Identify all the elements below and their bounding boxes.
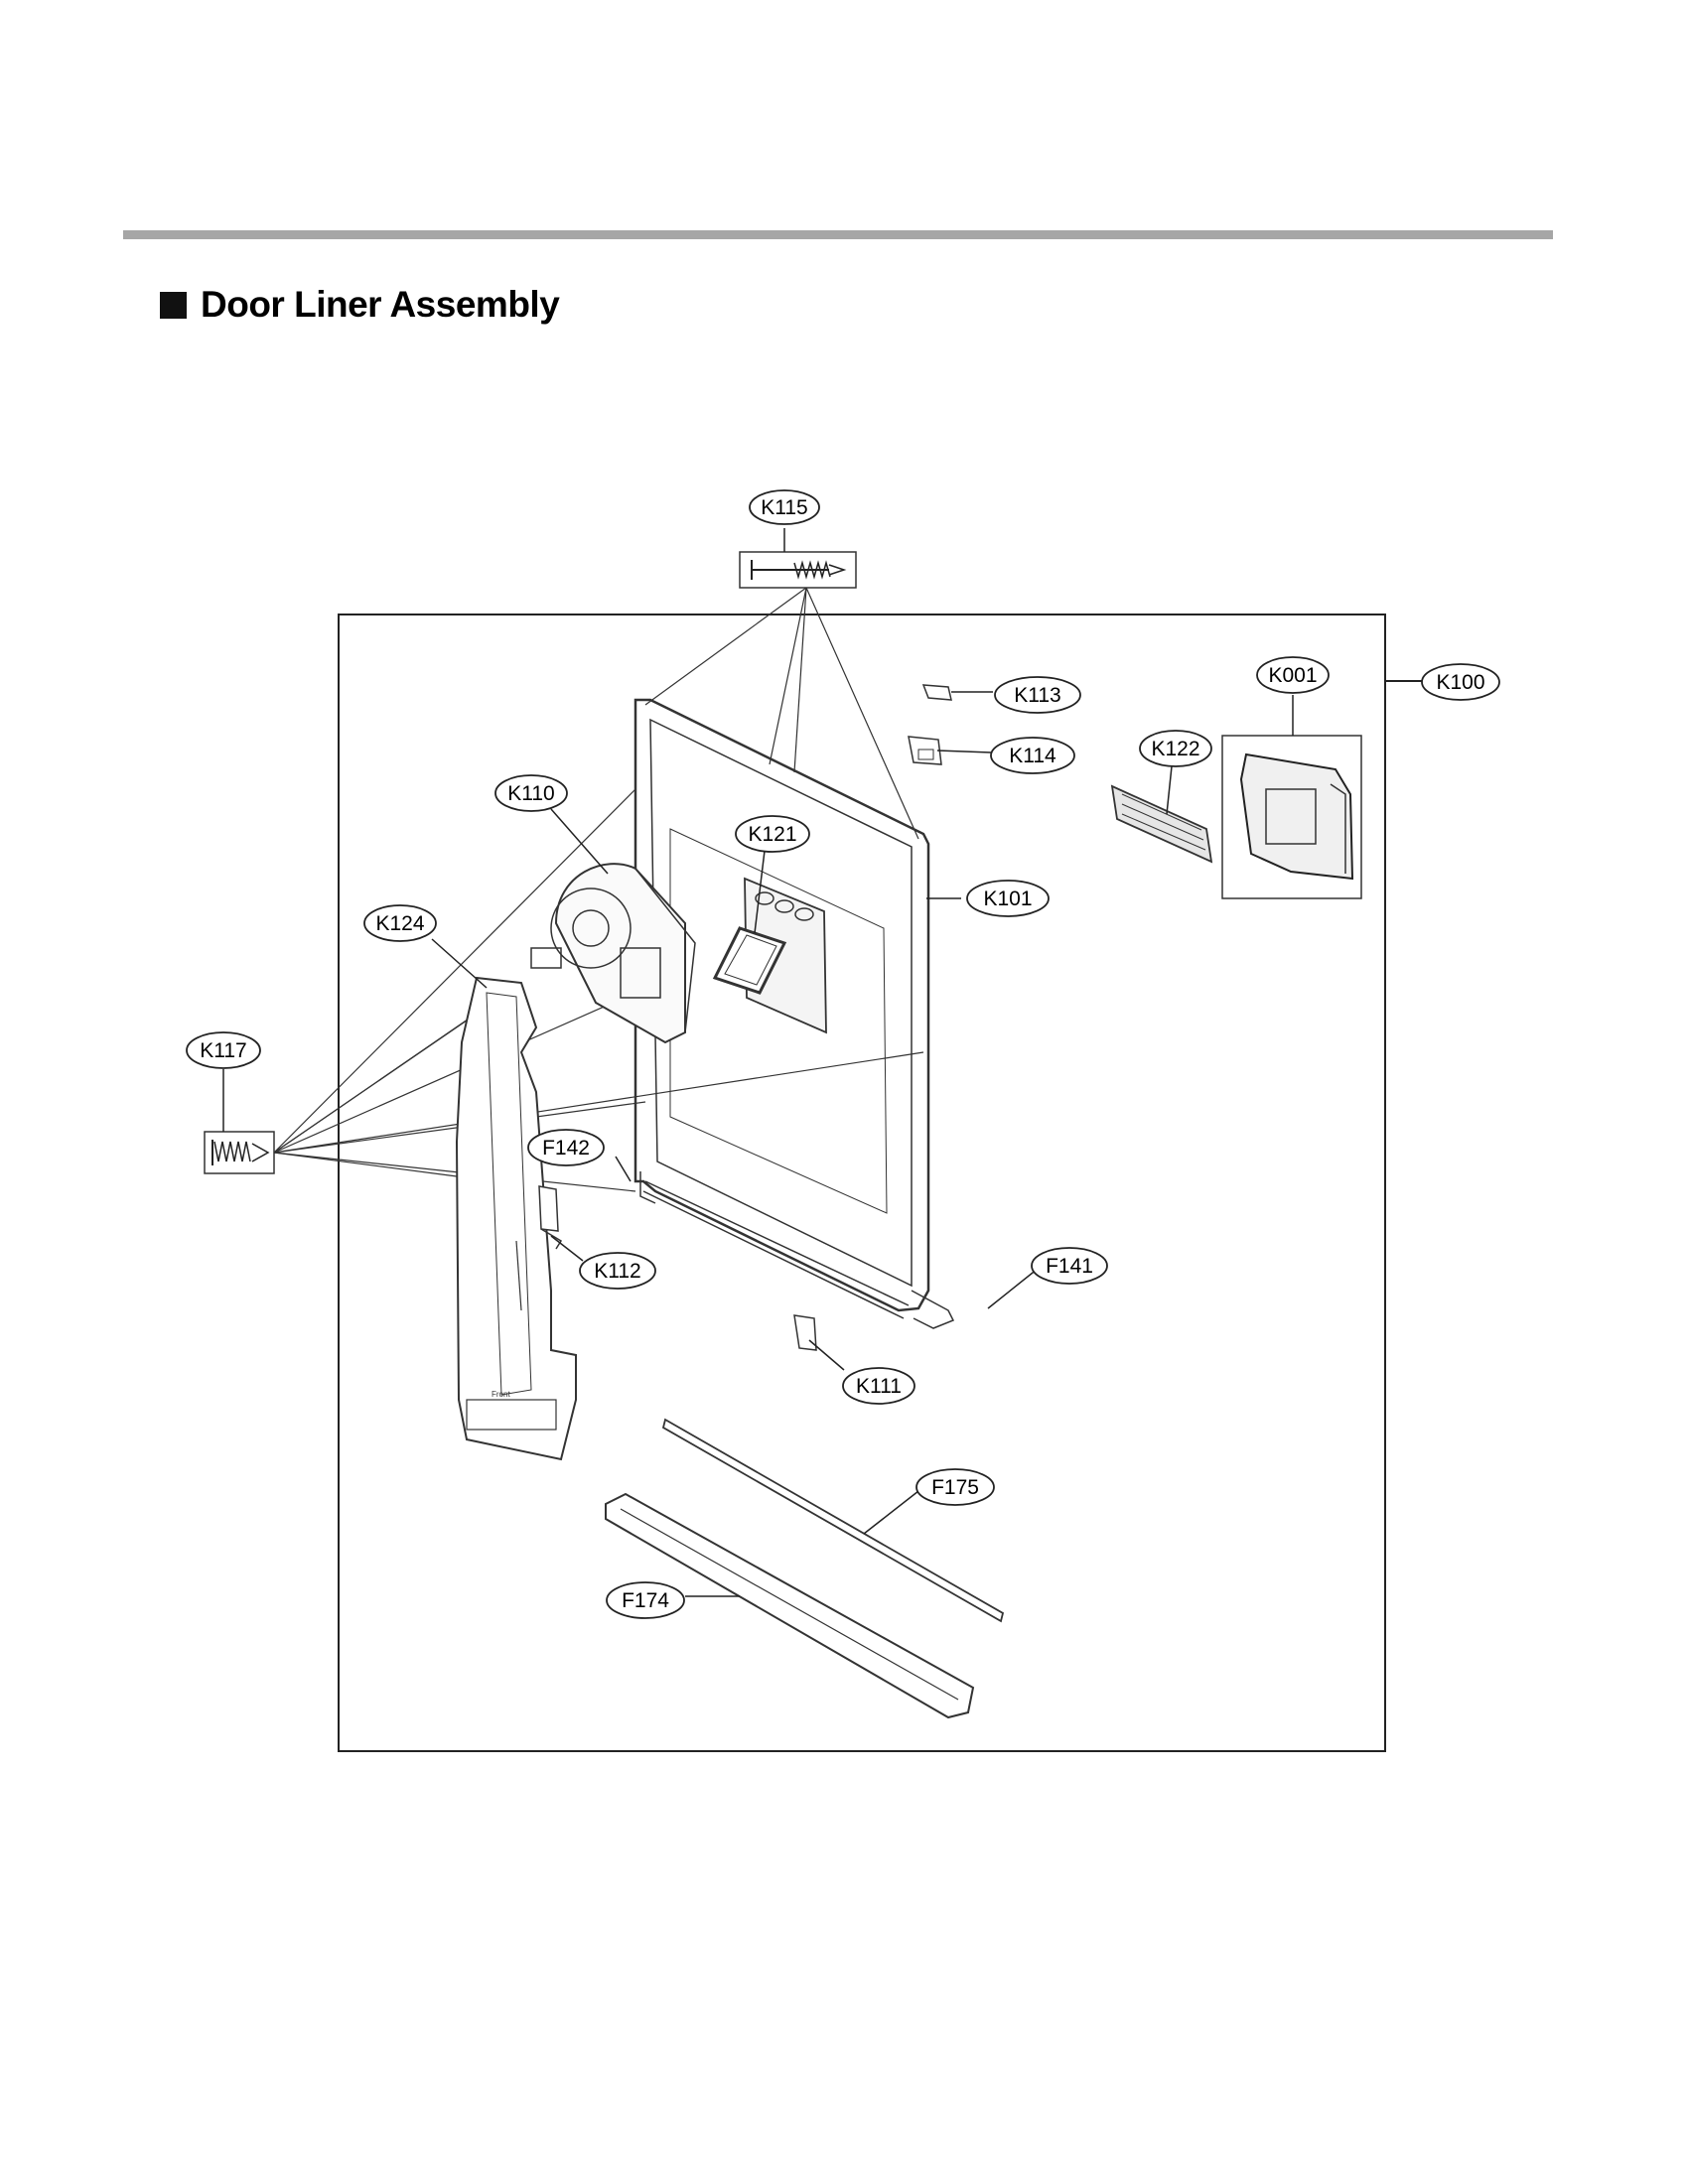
callout-f174: F174 bbox=[606, 1581, 685, 1619]
hinge-bracket-k112 bbox=[538, 1185, 563, 1250]
callout-k114-label: K114 bbox=[1009, 745, 1056, 767]
callout-k124: K124 bbox=[363, 904, 437, 942]
callout-f141-label: F141 bbox=[1046, 1255, 1093, 1278]
dispenser-k121 bbox=[712, 877, 827, 1034]
callout-k113-label: K113 bbox=[1014, 684, 1061, 707]
channel-f174 bbox=[605, 1492, 975, 1719]
side-trim-k124: Front bbox=[455, 976, 577, 1461]
callout-f141: F141 bbox=[1031, 1247, 1108, 1285]
callout-k111: K111 bbox=[842, 1367, 915, 1405]
clip-k114 bbox=[908, 736, 942, 765]
screw-k115-leaders bbox=[644, 587, 919, 840]
callout-k113: K113 bbox=[994, 676, 1081, 714]
vent-grille-k122 bbox=[1110, 784, 1213, 864]
callout-k100-label: K100 bbox=[1436, 671, 1484, 694]
callout-k121-label: K121 bbox=[748, 823, 796, 846]
callout-k115-label: K115 bbox=[761, 496, 808, 519]
assembly-frame bbox=[338, 614, 1386, 1752]
section-divider bbox=[123, 230, 1553, 239]
callout-k001-label: K001 bbox=[1268, 664, 1317, 687]
screw-k117-leaders bbox=[273, 788, 924, 1192]
screw-k117 bbox=[204, 1131, 275, 1174]
section-heading: Door Liner Assembly bbox=[160, 284, 560, 326]
callout-k114: K114 bbox=[990, 737, 1075, 774]
callout-k101-label: K101 bbox=[983, 887, 1032, 910]
callout-f175: F175 bbox=[915, 1468, 995, 1506]
heading-bullet-icon bbox=[160, 291, 187, 319]
callout-k121: K121 bbox=[735, 815, 810, 853]
callout-f175-label: F175 bbox=[931, 1476, 979, 1499]
clip-k113 bbox=[921, 684, 952, 701]
vent-fan-k110 bbox=[530, 863, 696, 1044]
page-title: Door Liner Assembly bbox=[201, 284, 560, 325]
callout-k110: K110 bbox=[494, 774, 568, 812]
rail-f175 bbox=[661, 1418, 1005, 1623]
callout-k111-label: K111 bbox=[856, 1375, 902, 1398]
callout-k124-label: K124 bbox=[375, 912, 424, 935]
callout-f142: F142 bbox=[527, 1129, 605, 1166]
callout-k110-label: K110 bbox=[507, 782, 555, 805]
callout-k117-label: K117 bbox=[200, 1039, 247, 1062]
callout-k001: K001 bbox=[1256, 656, 1330, 694]
clip-k111 bbox=[793, 1314, 817, 1351]
callout-k112-label: K112 bbox=[594, 1260, 641, 1283]
screw-k115 bbox=[739, 551, 857, 589]
callout-k122: K122 bbox=[1139, 730, 1212, 767]
callout-f142-label: F142 bbox=[542, 1137, 590, 1160]
front-mark: Front bbox=[492, 1390, 510, 1399]
callout-leaders bbox=[222, 528, 1294, 1597]
callout-k115: K115 bbox=[749, 489, 820, 525]
callout-k100: K100 bbox=[1421, 663, 1500, 701]
callout-f174-label: F174 bbox=[622, 1589, 669, 1612]
callout-k101: K101 bbox=[966, 880, 1050, 917]
control-module-k001 bbox=[1221, 735, 1362, 899]
callout-k117: K117 bbox=[186, 1031, 261, 1069]
callout-k112: K112 bbox=[579, 1252, 656, 1290]
callout-k122-label: K122 bbox=[1151, 738, 1199, 760]
